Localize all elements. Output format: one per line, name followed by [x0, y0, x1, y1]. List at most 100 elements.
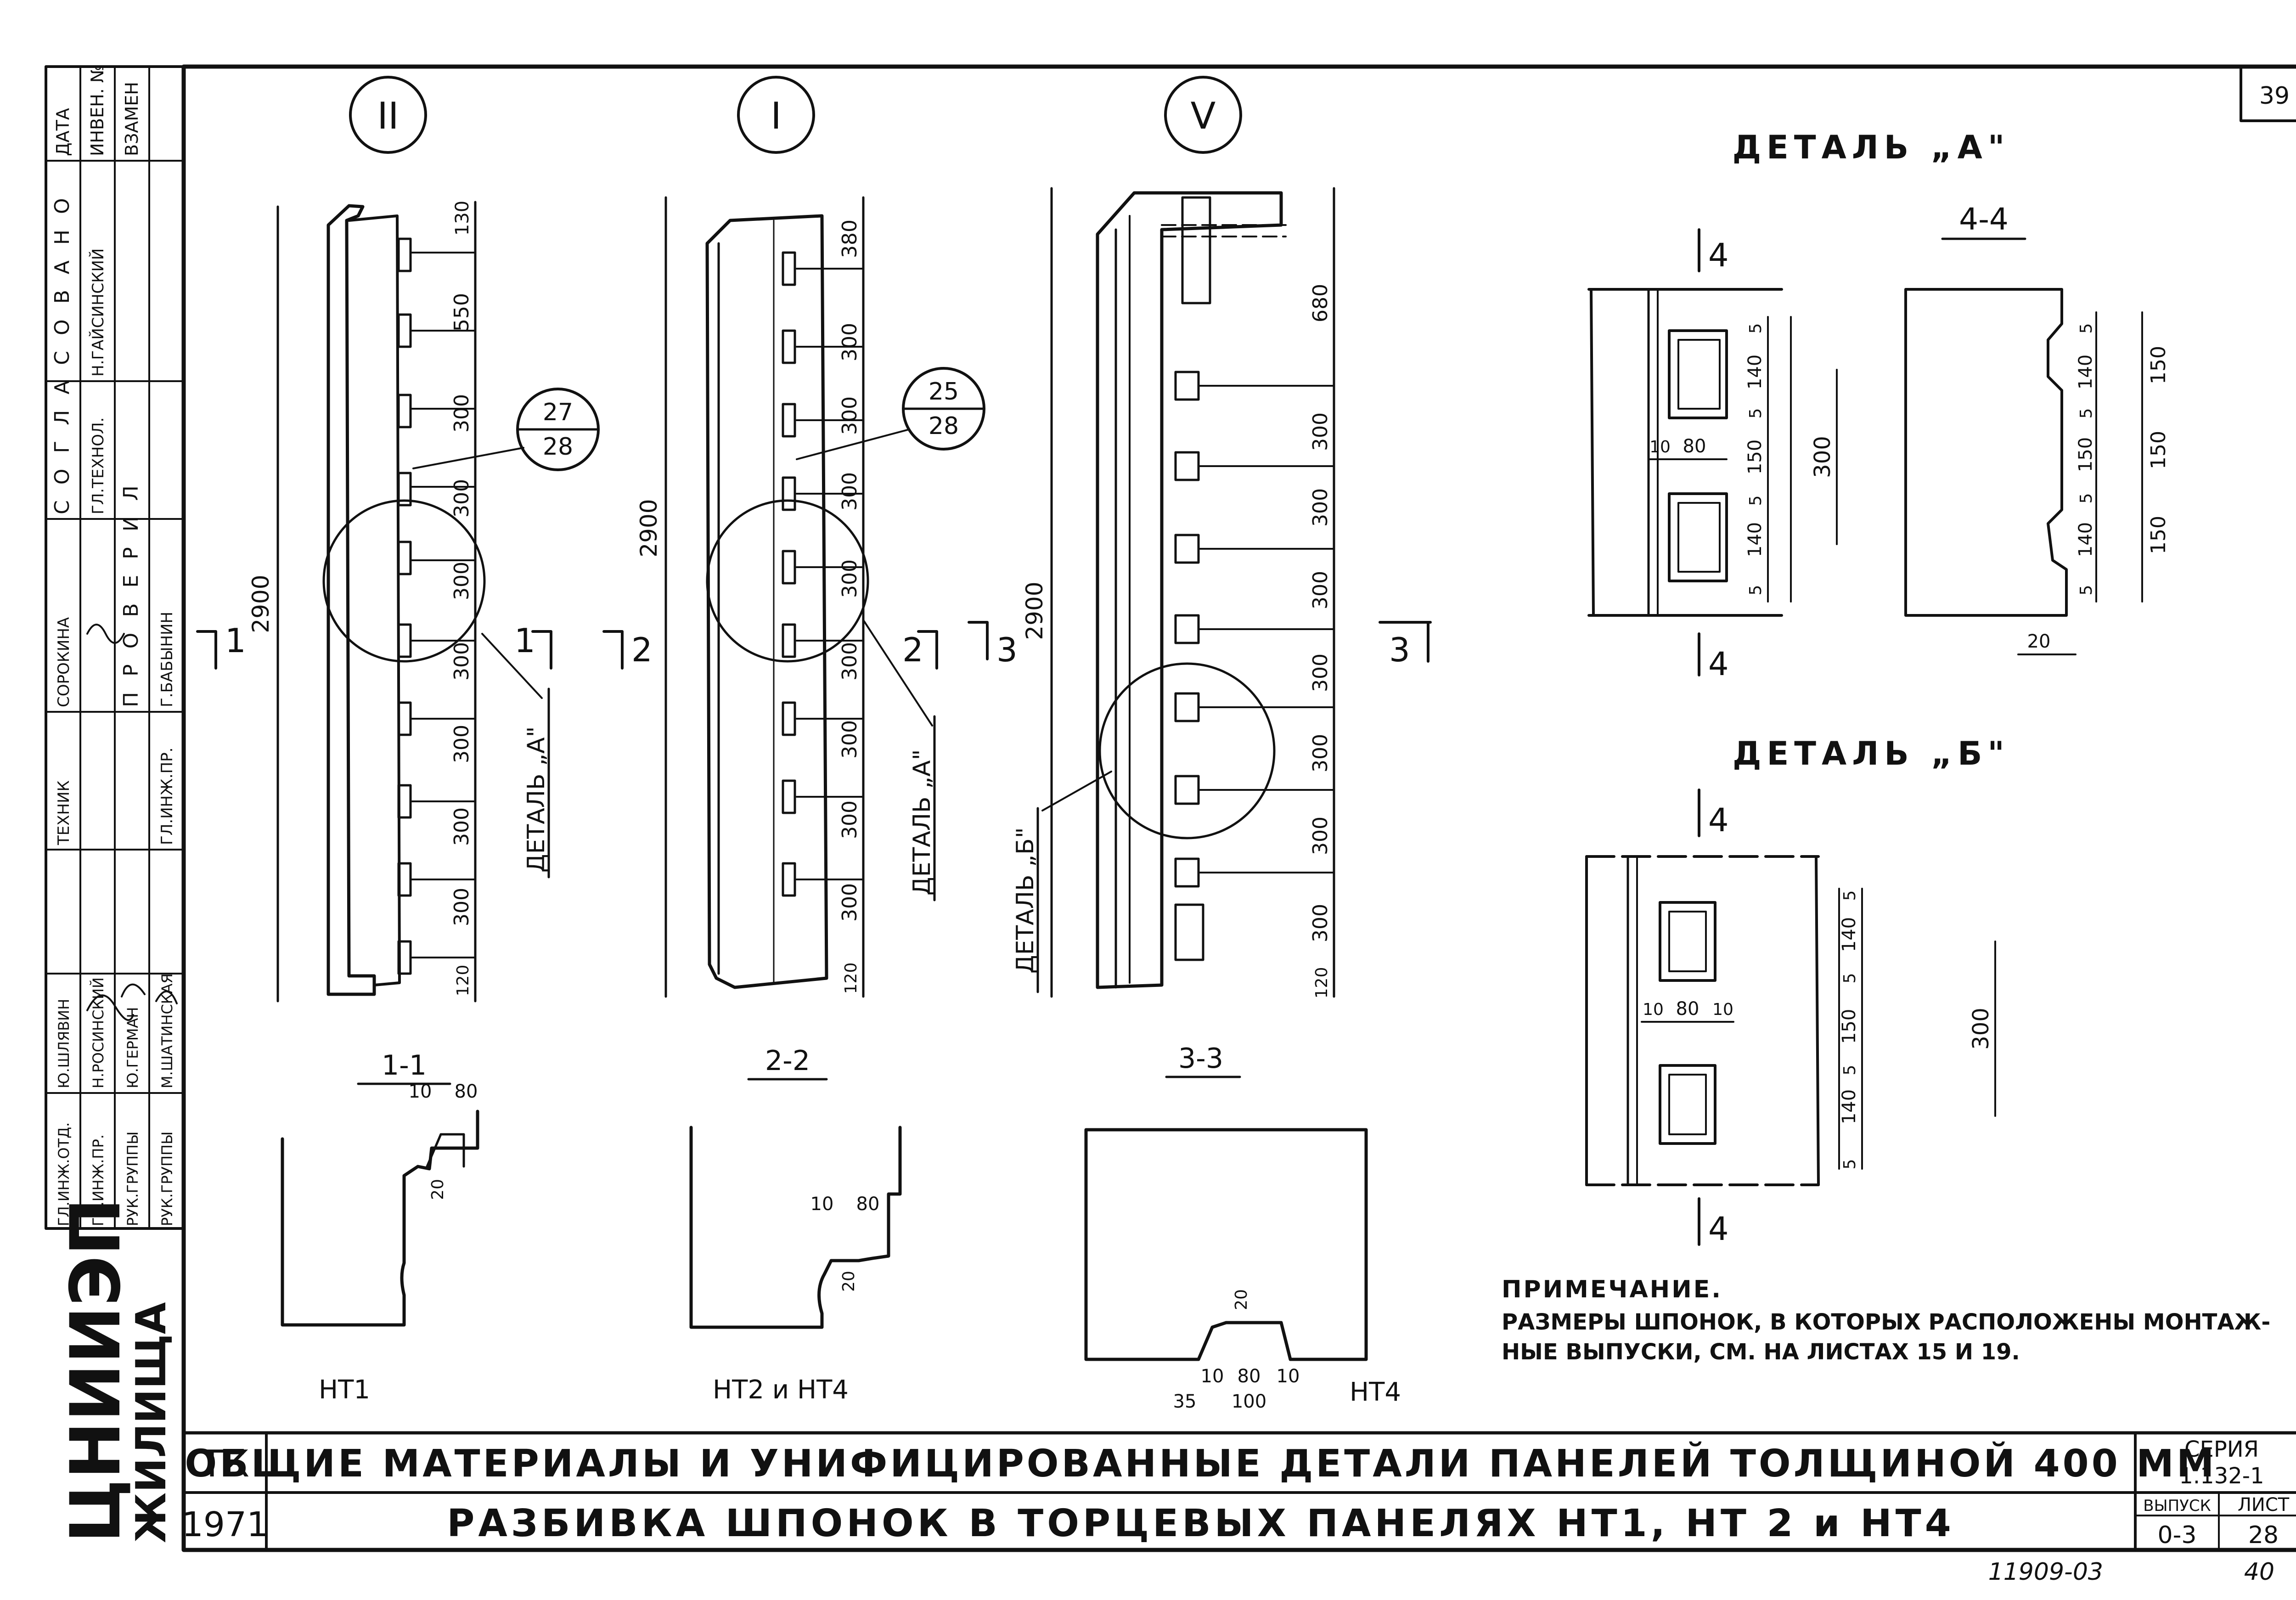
panel-elevation-I: I 2900 380 300 300 300 300 300 300 300 3… [602, 76, 985, 998]
detail-a-title: ДЕТАЛЬ „А" [1733, 129, 2010, 166]
signature-marks [86, 624, 178, 1021]
dim: 140 [2075, 522, 2096, 557]
dim: 550 [450, 293, 473, 332]
list-label: ЛИСТ [2238, 1494, 2290, 1515]
dim: 300 [450, 888, 473, 926]
org-logo: ЖИЛИЩА ЦНИИЭП [56, 1198, 175, 1543]
dim: 10 [409, 1081, 432, 1102]
detail-b: ДЕТАЛЬ „Б" 4 4 5 140 5 150 5 140 5 300 1… [1585, 735, 2010, 1248]
bubble-top: 25 [929, 378, 959, 406]
section-title: 2-2 [765, 1045, 810, 1077]
stamp-role: ГЛ.ИНЖ.ПР. [90, 1134, 107, 1226]
panel-marker-circle [1164, 76, 1242, 154]
dim: 80 [856, 1194, 880, 1215]
detail-b-title: ДЕТАЛЬ „Б" [1733, 735, 2010, 772]
panel-marker-circle [737, 76, 815, 154]
detail-callout: ДЕТАЛЬ „А" [523, 726, 550, 873]
note-title: ПРИМЕЧАНИЕ. [1502, 1276, 1722, 1303]
dim: 5 [1840, 1065, 1859, 1076]
dim: 5 [2077, 408, 2096, 419]
section-cut-marks [196, 630, 552, 670]
dim: 5 [1840, 973, 1859, 984]
dim: 300 [450, 394, 473, 433]
stamp-name: Н.ГАЙСИНСКИЙ [89, 248, 107, 377]
dim: 150 [1745, 439, 1766, 474]
dim: 300 [1309, 488, 1332, 527]
overall-dimension: 2900 [1021, 581, 1048, 640]
panel-marker-label: II [377, 95, 399, 137]
section-cut-left: 3 [996, 631, 1018, 669]
section-title: 1-1 [382, 1049, 427, 1082]
shear-key-column [1174, 371, 1200, 888]
stamp-name: Г.БАБЫНИН [158, 612, 176, 707]
dim: 150 [2147, 516, 2170, 554]
page-number: 39 [2259, 82, 2290, 110]
dim: 10 [1712, 1000, 1733, 1019]
dim: 140 [2075, 355, 2096, 389]
panel-marker-label: V [1191, 95, 1216, 137]
key-pocket [1668, 329, 1728, 419]
detail-circle [706, 499, 869, 663]
panel-label: НТ4 [1350, 1377, 1401, 1407]
dim: 5 [1746, 496, 1765, 506]
top-block [1181, 196, 1211, 304]
stamp-role: ГЛ.ИНЖ.ОТД. [55, 1122, 73, 1226]
bubble-top: 27 [543, 399, 573, 426]
dim: 300 [1309, 412, 1332, 451]
dim: 20 [2027, 631, 2051, 652]
dim: 680 [1309, 284, 1332, 322]
stamp-role: ГЛ.ИНЖ.ПР. [158, 748, 176, 845]
section-cut-marks [968, 621, 1432, 663]
stamp-approved-header: С О Г Л А С О В А Н О [51, 193, 74, 514]
dim: 300 [1309, 571, 1332, 609]
cut-label: 4 [1708, 801, 1729, 839]
extension-lines [796, 268, 864, 880]
dim: 300 [450, 479, 473, 518]
section-4-4-profile [1904, 288, 2068, 617]
org-logo-mark: ЦНИИЭП [56, 1198, 136, 1543]
detail-callout: ДЕТАЛЬ „Б" [1012, 827, 1039, 974]
dim: 300 [1309, 904, 1332, 942]
dim: 300 [1309, 734, 1332, 772]
dim: 5 [1746, 408, 1765, 419]
detail-a: ДЕТАЛЬ „А" 4 4 5 140 5 150 5 140 5 300 1… [1587, 129, 2170, 683]
cut-title: 4-4 [1959, 202, 2009, 237]
dim: 300 [838, 883, 861, 922]
section-2-2: 2-2 10 80 20 НТ2 и НТ4 [689, 1045, 902, 1405]
overall-dimension: 2900 [248, 575, 274, 633]
detail-circle [1098, 662, 1276, 839]
stamp-role: ТЕХНИК [55, 780, 73, 845]
panel-outline [326, 204, 376, 996]
dim: 300 [838, 323, 861, 361]
key-pocket [1668, 492, 1728, 582]
stamp-name: Н.РОСИНСКИЙ [90, 977, 107, 1088]
cut-label: 4 [1708, 1210, 1729, 1248]
dim: 140 [1745, 522, 1766, 557]
panel-marker-label: I [771, 95, 782, 137]
note-line-2: НЫЕ ВЫПУСКИ, СМ. НА ЛИСТАХ 15 И 19. [1502, 1339, 2020, 1365]
dim: 10 [1201, 1366, 1224, 1387]
dim: 140 [1745, 355, 1766, 389]
panel-outline [705, 214, 828, 989]
dim: 5 [2077, 493, 2096, 504]
dim: 35 [1173, 1391, 1197, 1412]
dim: 300 [450, 562, 473, 600]
dim: 80 [455, 1081, 478, 1102]
dim: 20 [428, 1179, 447, 1200]
section-cut-right: 2 [902, 631, 923, 669]
section-cut-left: 2 [631, 631, 653, 669]
dim: 5 [1840, 890, 1859, 901]
dim: 300 [1309, 654, 1332, 692]
stamp-name: М.ШАТИНСКАЯ [158, 973, 176, 1088]
org-name: ЖИЛИЩА [127, 1302, 175, 1543]
note-line-1: РАЗМЕРЫ ШПОНОК, В КОТОРЫХ РАСПОЛОЖЕНЫ МО… [1502, 1309, 2270, 1335]
key-notch [426, 1133, 465, 1168]
detail-circle [322, 499, 486, 663]
panel-outline [1096, 191, 1283, 989]
stamp-checked-header: П Р О В Е Р И Л [119, 481, 143, 707]
dim: 150 [2147, 346, 2170, 384]
dim: 80 [1238, 1366, 1261, 1387]
stamp-name: СОРОКИНА [55, 617, 73, 707]
dim: 300 [838, 396, 861, 435]
series-value: 1.132-1 [2179, 1463, 2264, 1489]
